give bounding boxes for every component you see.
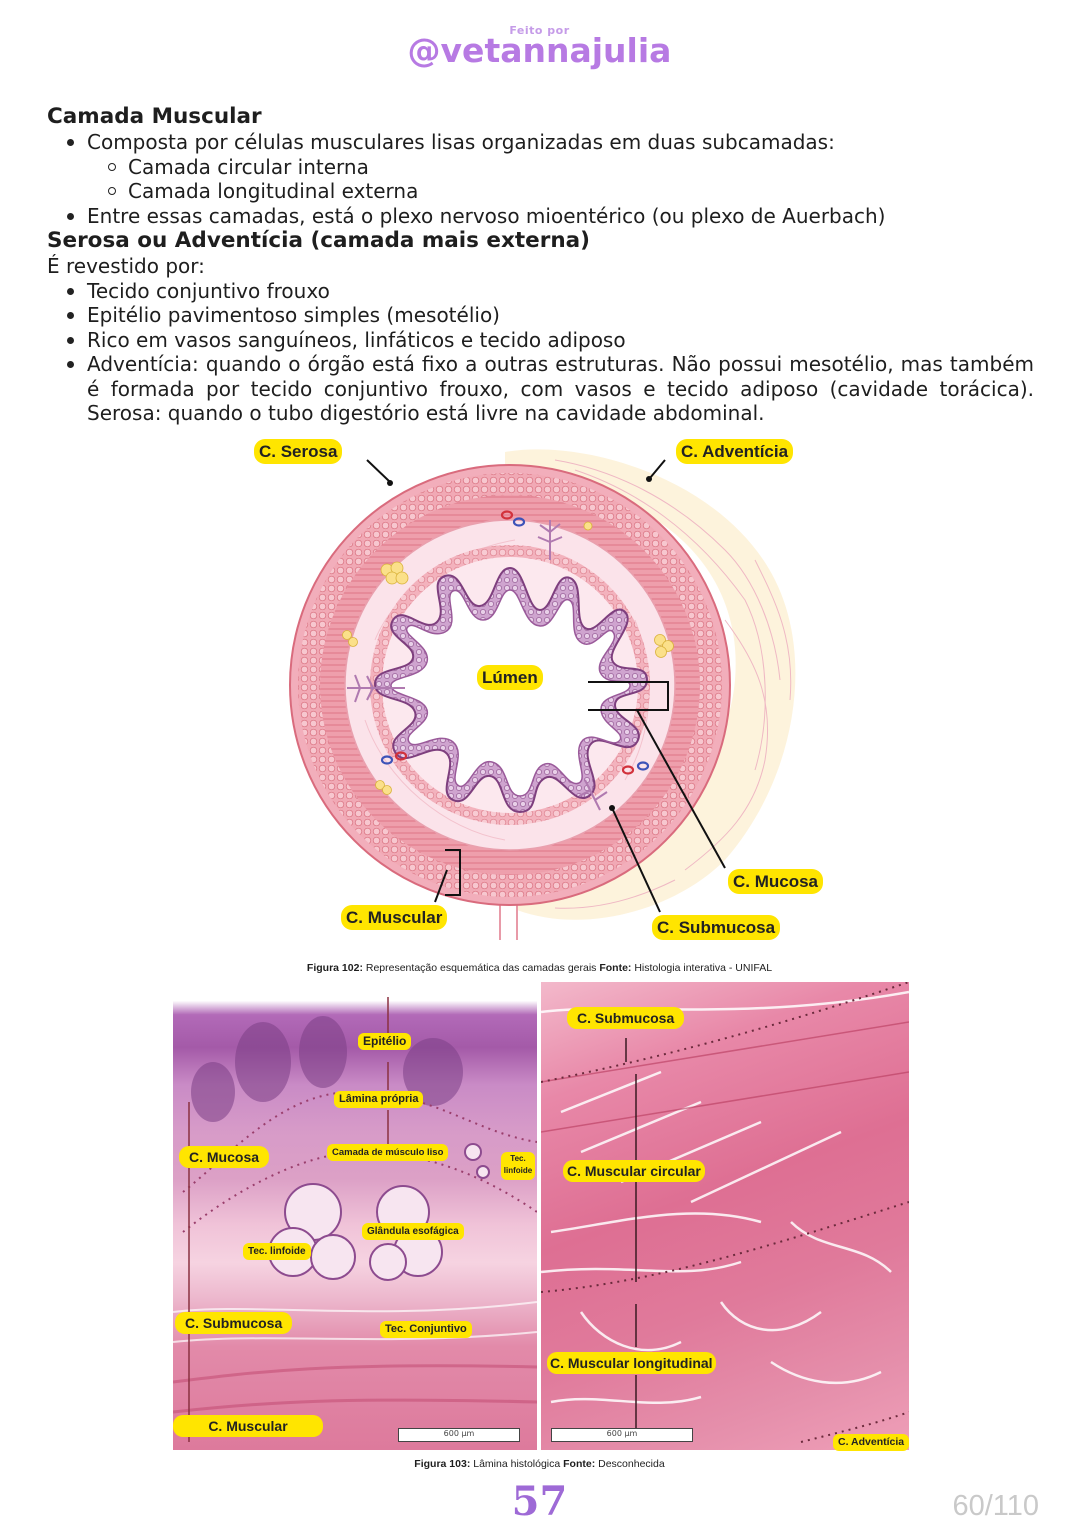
label-tec-linfoide: Tec. linfoide [243, 1243, 311, 1260]
page-counter: 60/110 [952, 1490, 1039, 1522]
made-by-label: Feito por [509, 24, 570, 37]
list-item: Rico em vasos sanguíneos, linfáticos e t… [47, 328, 1034, 353]
list-item: Camada circular interna [47, 155, 1034, 180]
label-tec-linfoide-small: Tec. linfoide [501, 1152, 535, 1180]
figure-102-caption: Figura 102: Representação esquemática da… [0, 962, 1079, 974]
label-lamina-propria: Lâmina própria [334, 1091, 424, 1108]
label-c-adventicia-right: C. Adventícia [833, 1434, 910, 1451]
page-number: 57 [511, 1478, 568, 1525]
scale-bar: 600 µm [551, 1428, 693, 1442]
label-submucosa: C. Submucosa [652, 915, 781, 940]
label-muscular-longitudinal: C. Muscular longitudinal [547, 1352, 716, 1374]
list-item: Adventícia: quando o órgão está fixo a o… [47, 352, 1034, 426]
label-adventicia: C. Adventícia [676, 439, 794, 464]
label-mucosa: C. Mucosa [728, 869, 824, 894]
label-tec-conjuntivo: Tec. Conjuntivo [380, 1321, 472, 1338]
label-muscular: C. Muscular [341, 905, 448, 930]
label-muscular-circular: C. Muscular circular [563, 1160, 705, 1182]
serosa-list: Tecido conjuntivo frouxo Epitélio pavime… [47, 279, 1034, 426]
author-handle: @vetannajulia [407, 31, 672, 70]
list-item: Epitélio pavimentoso simples (mesotélio) [47, 303, 1034, 328]
label-glandula-esofagica: Glândula esofágica [362, 1223, 464, 1240]
caption-text: Representação esquemática das camadas ge… [362, 962, 600, 974]
label-c-muscular-left: C. Muscular [173, 1415, 323, 1437]
caption-text: Lâmina histológica [470, 1458, 564, 1470]
label-c-mucosa: C. Mucosa [179, 1146, 270, 1168]
label-lumen: Lúmen [477, 665, 543, 690]
muscular-list: Composta por células musculares lisas or… [47, 130, 1034, 228]
panel-divider [537, 982, 541, 1450]
caption-label: Figura 103: [414, 1458, 471, 1470]
list-item: Entre essas camadas, está o plexo nervos… [47, 204, 1034, 229]
caption-source-label: Fonte: [563, 1458, 596, 1470]
label-musculo-liso: Camada de músculo liso [327, 1144, 449, 1161]
serosa-intro: É revestido por: [47, 254, 205, 278]
caption-label: Figura 102: [306, 962, 363, 974]
label-serosa: C. Serosa [254, 439, 343, 464]
label-epitelio: Epitélio [358, 1033, 412, 1050]
list-item: Composta por células musculares lisas or… [47, 130, 1034, 155]
scale-bar: 600 µm [398, 1428, 520, 1442]
label-c-submucosa-left: C. Submucosa [175, 1312, 293, 1334]
label-c-submucosa-right: C. Submucosa [567, 1007, 685, 1029]
list-item: Camada longitudinal externa [47, 179, 1034, 204]
histology-photo-left: 600 µm [173, 982, 537, 1450]
section-title-serosa: Serosa ou Adventícia (camada mais extern… [47, 228, 590, 253]
section-title-muscular: Camada Muscular [47, 104, 262, 129]
list-item: Tecido conjuntivo frouxo [47, 279, 1034, 304]
text-content: Camada Muscular Composta por células mus… [47, 104, 1034, 426]
digestive-tube-diagram [289, 449, 796, 940]
caption-source: Histologia interativa - UNIFAL [631, 962, 773, 974]
caption-source-label: Fonte: [599, 962, 632, 974]
histology-photo-right: 600 µm [541, 982, 909, 1450]
caption-source: Desconhecida [595, 1458, 665, 1470]
figure-103-caption: Figura 103: Lâmina histológica Fonte: De… [0, 1458, 1079, 1470]
